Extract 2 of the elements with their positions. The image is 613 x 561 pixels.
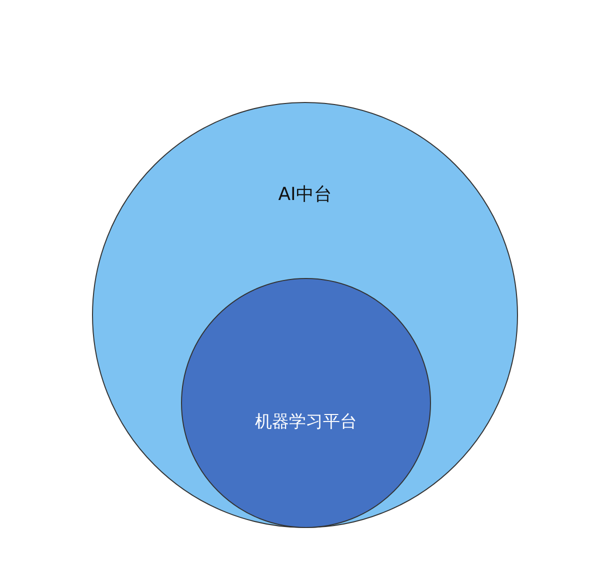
circle-label: AI中台 (278, 183, 332, 207)
circle-label: 机器学习平台 (255, 411, 357, 434)
